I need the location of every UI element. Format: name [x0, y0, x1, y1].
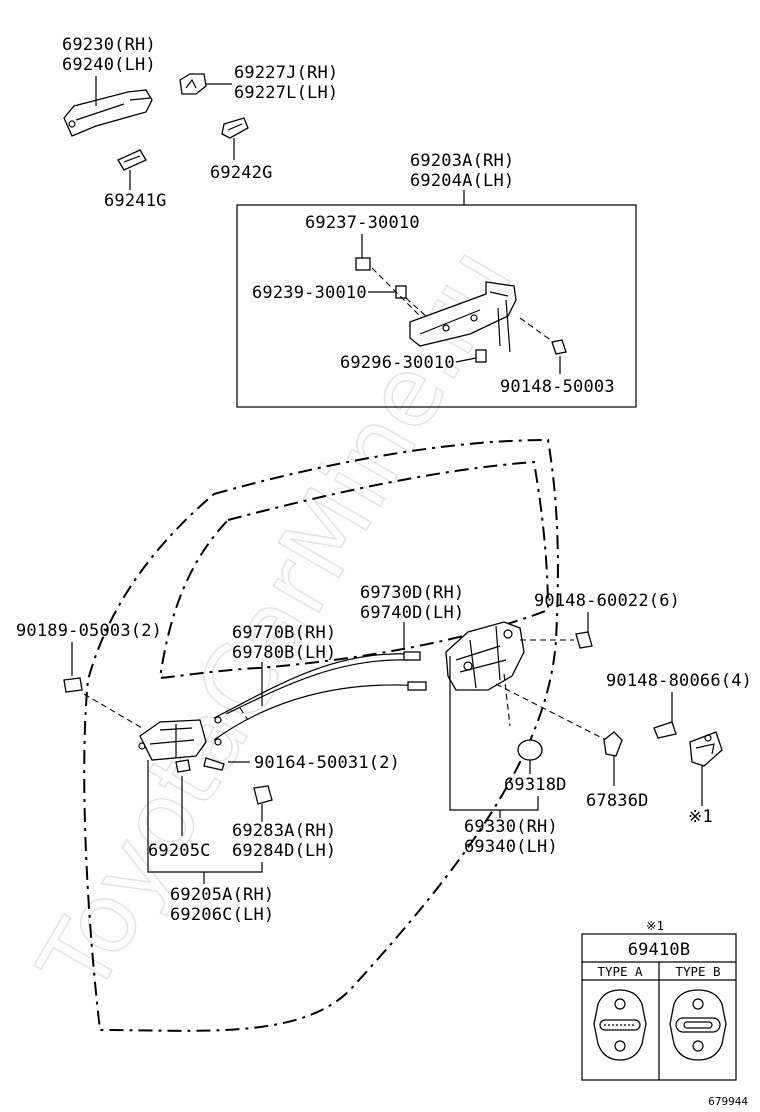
frame-assy-box — [236, 204, 637, 408]
handle-cover-label-rh: 69227J(RH) — [234, 63, 338, 83]
outside-handle-label-lh: 69240(LH) — [62, 55, 156, 75]
cable-upper-label-lh: 69740D(LH) — [360, 603, 464, 623]
inner-handle-screw-part — [175, 759, 191, 773]
lock-assy-part — [445, 621, 525, 691]
lock-assy-label-lh: 69340(LH) — [464, 837, 558, 857]
cable-lower-label-lh: 69780B(LH) — [232, 643, 336, 663]
striker-type-a-label: TYPE A — [597, 964, 643, 979]
pad-69241g-part — [117, 149, 147, 171]
clip-label: 90189-05003(2) — [16, 621, 162, 641]
outside-handle-label-rh: 69230(RH) — [62, 35, 156, 55]
frame-bolt-b-label: 69296-30010 — [340, 353, 455, 373]
handle-cover-part — [179, 73, 207, 95]
frame-bolt-b-part — [475, 349, 487, 363]
frame-assy-label-rh: 69203A(RH) — [410, 151, 514, 171]
seal-label: 67836D — [586, 791, 649, 811]
outside-handle-part — [63, 89, 153, 137]
inner-screw-part — [203, 757, 225, 771]
pad-69242g-part — [221, 117, 249, 139]
grommet-label: 69318D — [504, 775, 567, 795]
frame-bolt-a-part — [395, 285, 407, 299]
frame-bolt-a-label: 69239-30010 — [252, 283, 367, 303]
frame-screw-part — [551, 339, 567, 355]
cable-upper-label-rh: 69730D(RH) — [360, 583, 464, 603]
striker-screw-part — [653, 721, 677, 739]
striker-type-table — [581, 933, 737, 1081]
inner-handle-assy-label-rh: 69205A(RH) — [170, 885, 274, 905]
frame-dash-lines — [371, 267, 429, 319]
striker-type-b-label: TYPE B — [675, 964, 720, 979]
lock-screw-label: 90148-60022(6) — [534, 591, 680, 611]
pad-69242g-label: 69242G — [210, 163, 273, 183]
frame-nut-part — [355, 257, 371, 271]
bracket-inner-handle-assy — [147, 760, 263, 873]
striker-ref-label: ※1 — [688, 807, 713, 827]
bezel-label-rh: 69283A(RH) — [232, 821, 336, 841]
striker-table-ref: ※1 — [646, 918, 664, 933]
frame-assy-label-lh: 69204A(LH) — [410, 171, 514, 191]
inner-handle-label: 69205C — [148, 841, 211, 861]
striker-type-b-drawing — [669, 989, 727, 1061]
seal-part — [603, 731, 623, 757]
inner-handle-assy-label-lh: 69206C(LH) — [170, 905, 274, 925]
cable-lower-label-rh: 69770B(RH) — [232, 623, 336, 643]
striker-part — [689, 731, 723, 767]
striker-screw-label: 90148-80066(4) — [606, 671, 752, 691]
cable-lines — [213, 651, 427, 746]
frame-screw-dash — [519, 317, 557, 345]
striker-table-part: 69410B — [628, 940, 691, 960]
seal-dash — [495, 683, 607, 741]
bracket-lock-assy — [449, 656, 539, 811]
grommet-dash — [503, 673, 511, 727]
frame-bracket-part — [409, 281, 517, 353]
striker-type-a-drawing — [593, 989, 647, 1061]
inner-screw-label: 90164-50031(2) — [254, 753, 400, 773]
lock-screw-part — [575, 631, 593, 649]
frame-nut-label: 69237-30010 — [305, 213, 420, 233]
clip-part — [63, 677, 83, 693]
pad-69241g-label: 69241G — [104, 191, 167, 211]
grommet-part — [517, 739, 543, 761]
clip-dash — [83, 693, 143, 729]
bezel-label-lh: 69284D(LH) — [232, 841, 336, 861]
diagram-code: 679944 — [708, 1095, 748, 1108]
handle-cover-label-lh: 69227L(LH) — [234, 83, 338, 103]
bezel-part — [253, 785, 273, 805]
frame-screw-label: 90148-50003 — [500, 377, 615, 397]
inner-handle-part — [138, 719, 207, 761]
leader-frame-bolt-b — [455, 357, 477, 363]
lock-assy-label-rh: 69330(RH) — [464, 817, 558, 837]
